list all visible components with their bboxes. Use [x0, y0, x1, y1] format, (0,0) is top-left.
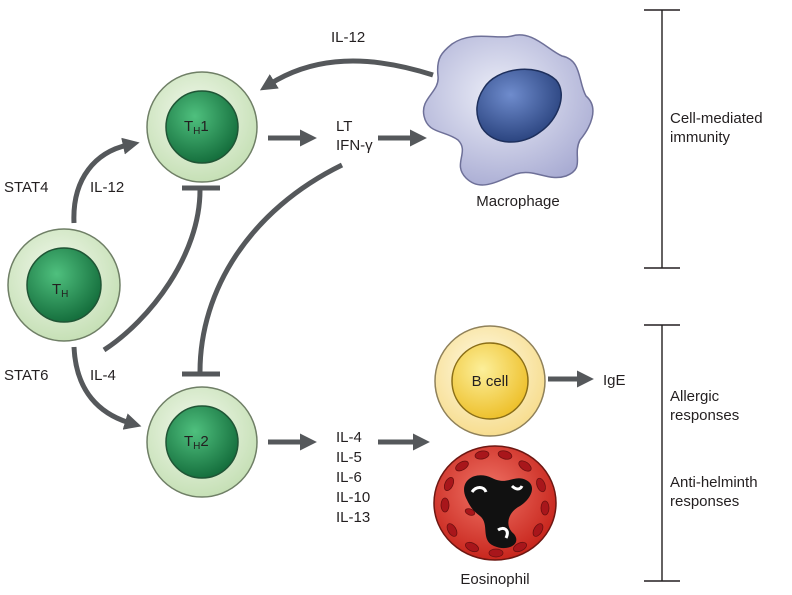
th2-cell-label: TH2	[184, 433, 209, 452]
th2-cytokine-list: IL-4 IL-5 IL-6 IL-10 IL-13	[336, 429, 370, 526]
cytokine-label: IL-4	[336, 429, 362, 446]
lt-label: LT	[336, 118, 352, 135]
b-cell: B cell	[434, 325, 546, 437]
arrow-th-to-th1	[71, 137, 140, 224]
allergic-label-line1: Allergic	[670, 388, 720, 405]
allergic-label-line2: responses	[670, 407, 739, 424]
cytokine-label: IL-13	[336, 509, 370, 526]
arrow-th-to-th2	[71, 346, 142, 430]
th-cell: TH	[7, 228, 121, 342]
eosinophil-cell	[433, 445, 557, 561]
ifn-gamma-label: IFN-γ	[336, 137, 373, 154]
il12-left-label: IL-12	[90, 179, 124, 196]
macrophage-cell	[422, 34, 594, 186]
ige-label: IgE	[603, 372, 626, 389]
macrophage-label: Macrophage	[476, 193, 559, 210]
eosinophil-label: Eosinophil	[460, 571, 529, 588]
eosinophil-nucleus	[464, 475, 533, 549]
anti-helminth-label-line1: Anti-helminth	[670, 474, 758, 491]
bracket-cell-mediated	[644, 9, 680, 269]
cytokine-label: IL-10	[336, 489, 370, 506]
cell-mediated-label-line2: immunity	[670, 129, 731, 146]
stat6-label: STAT6	[4, 367, 48, 384]
arrows	[71, 58, 594, 451]
th2-cell: TH2	[146, 386, 258, 498]
th-cell-label: TH	[52, 281, 68, 300]
il4-left-label: IL-4	[90, 367, 116, 384]
anti-helminth-label-line2: responses	[670, 493, 739, 510]
b-cell-label: B cell	[472, 373, 509, 390]
stat4-label: STAT4	[4, 179, 48, 196]
arrow-macrophage-to-th1	[259, 58, 434, 91]
th1-cell: TH1	[146, 71, 258, 183]
th1-cell-label: TH1	[184, 118, 209, 137]
inhibitions	[102, 162, 344, 377]
inhibit-il4-to-th1	[102, 189, 203, 353]
macrophage-nucleus	[476, 68, 562, 143]
cell-mediated-label-line1: Cell-mediated	[670, 110, 763, 127]
cytokine-label: IL-5	[336, 449, 362, 466]
inhibit-ifn-to-th2	[197, 162, 344, 373]
bracket-humoral	[644, 324, 680, 582]
il12-top-label: IL-12	[331, 29, 365, 46]
cytokine-label: IL-6	[336, 469, 362, 486]
eosinophil-granules	[440, 450, 550, 558]
